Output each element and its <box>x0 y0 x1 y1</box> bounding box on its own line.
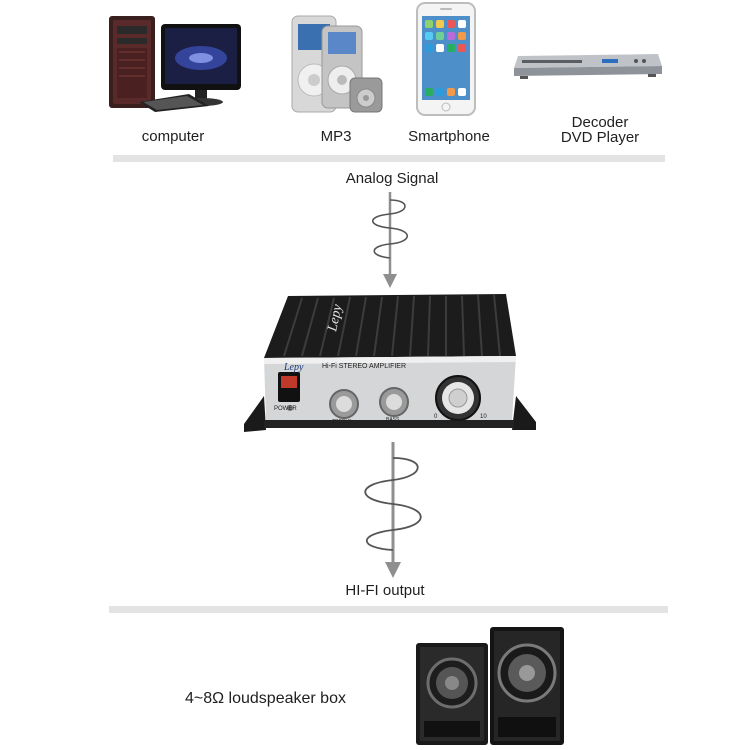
amplifier-device: Lepy Lepy Hi-Fi STEREO AMPLIFIER POWER T… <box>244 292 536 432</box>
treble-label: TREBLE <box>332 419 352 425</box>
amplifier-panel-title: Hi-Fi STEREO AMPLIFIER <box>322 363 407 370</box>
smartphone-icon <box>416 2 476 116</box>
bass-label: BASS <box>386 417 400 423</box>
speaker-label: 4~8Ω loudspeaker box <box>185 690 346 707</box>
source-computer <box>105 12 245 114</box>
speaker-pair <box>414 625 566 747</box>
analog-signal-label: Analog Signal <box>345 170 439 187</box>
mp3-label: MP3 <box>320 128 352 145</box>
amplifier-brand: Lepy <box>284 362 304 373</box>
dvd-player-icon <box>514 54 662 79</box>
smartphone-label: Smartphone <box>408 128 490 145</box>
source-smartphone <box>414 2 478 116</box>
mp3-player-icon <box>291 15 383 113</box>
volume-label: Volume <box>450 418 467 424</box>
output-wave-arrow-icon <box>364 442 422 578</box>
amplifier-icon: Lepy <box>244 294 536 432</box>
source-dvd-player <box>512 50 664 80</box>
output-label: HI-FI output <box>345 582 425 599</box>
power-label: POWER <box>274 406 297 412</box>
output-signal-wave <box>348 440 438 580</box>
dvd-label-line2: DVD Player <box>560 129 640 146</box>
svg-text:Lepy: Lepy <box>325 302 346 333</box>
analog-signal-wave <box>355 190 425 290</box>
computer-label: computer <box>141 128 205 145</box>
volume-max-label: 10 <box>480 414 487 420</box>
top-divider <box>113 155 665 162</box>
speaker-icon <box>416 627 564 745</box>
bottom-divider <box>109 606 668 613</box>
analog-wave-arrow-icon <box>371 192 409 288</box>
dvd-label-line1: Decoder <box>571 114 629 131</box>
source-mp3 <box>288 14 388 114</box>
computer-icon <box>109 16 241 112</box>
volume-min-label: 0 <box>434 414 438 420</box>
dvd-label: Decoder DVD Player <box>540 115 660 145</box>
